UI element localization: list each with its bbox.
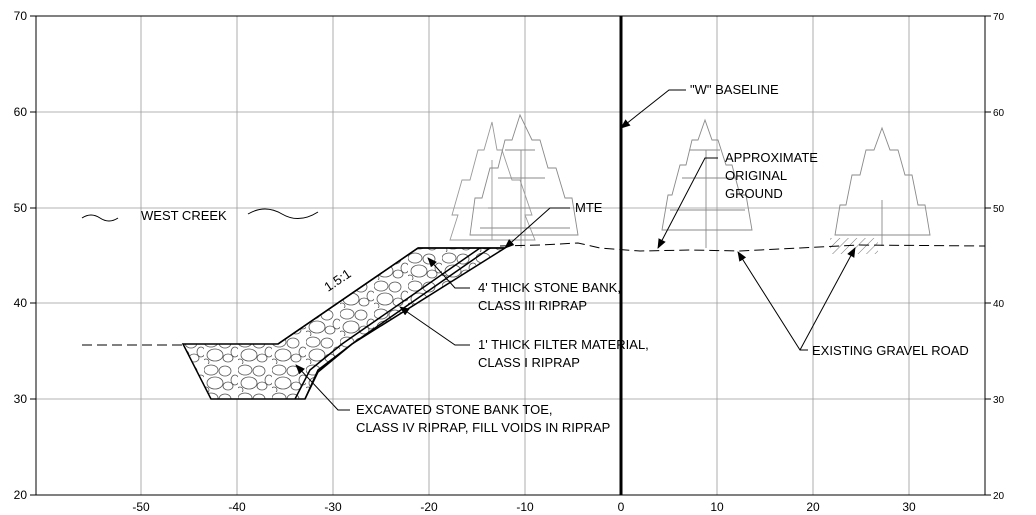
x-tick: 0 [618, 500, 625, 514]
existing-ground-line [82, 242, 986, 346]
label-line: APPROXIMATE [725, 150, 818, 165]
label-line: ORIGINAL [725, 168, 787, 183]
y-tick: 60 [14, 105, 28, 119]
original-ground-label: APPROXIMATE ORIGINAL GROUND [725, 150, 818, 201]
leaders [295, 89, 856, 411]
slope-label: 1.5:1 [321, 266, 353, 295]
y-tick: 20 [993, 491, 1005, 502]
riprap-layer-lines [277, 247, 505, 400]
y-tick: 30 [993, 395, 1005, 406]
tick-marks [30, 15, 991, 496]
x-tick: 30 [902, 500, 916, 514]
label-line: 1' THICK FILTER MATERIAL, [478, 337, 649, 352]
y-tick: 60 [993, 108, 1005, 119]
x-tick: -20 [420, 500, 438, 514]
label-line: CLASS I RIPRAP [478, 355, 580, 370]
tree-icon [834, 126, 931, 246]
x-tick: -30 [324, 500, 342, 514]
y-axis-left: 70 60 50 40 30 20 [14, 9, 28, 502]
filter-label: 1' THICK FILTER MATERIAL, CLASS I RIPRAP [478, 337, 649, 370]
label-line: GROUND [725, 186, 783, 201]
label-line: CLASS III RIPRAP [478, 298, 587, 313]
x-axis: -50 -40 -30 -20 -10 0 10 20 30 [132, 500, 916, 514]
road-label: EXISTING GRAVEL ROAD [812, 343, 969, 358]
x-tick: 10 [710, 500, 724, 514]
creek-label: WEST CREEK [141, 208, 227, 223]
y-tick: 40 [14, 296, 28, 310]
y-tick: 30 [14, 392, 28, 406]
x-tick: 20 [806, 500, 820, 514]
road-hatch [830, 238, 878, 254]
tree-icon [661, 118, 753, 248]
y-axis-right: 70 60 50 40 30 20 [993, 12, 1005, 502]
tree-icon [469, 113, 579, 248]
creek-symbol [81, 208, 319, 222]
y-tick: 70 [14, 9, 28, 23]
grid [36, 16, 985, 495]
label-line: 4' THICK STONE BANK, [478, 280, 621, 295]
y-tick: 40 [993, 299, 1005, 310]
tree-icon [449, 121, 536, 241]
y-tick: 20 [14, 488, 28, 502]
stone-bank-label: 4' THICK STONE BANK, CLASS III RIPRAP [478, 280, 621, 313]
x-tick: -40 [228, 500, 246, 514]
x-tick: -10 [516, 500, 534, 514]
label-line: EXCAVATED STONE BANK TOE, [356, 402, 553, 417]
baseline-label: "W" BASELINE [690, 82, 779, 97]
y-tick: 50 [993, 204, 1005, 215]
plot-frame [35, 15, 986, 496]
x-tick: -50 [132, 500, 150, 514]
mte-label: MTE [575, 200, 603, 215]
y-tick: 70 [993, 12, 1005, 23]
toe-label: EXCAVATED STONE BANK TOE, CLASS IV RIPRA… [356, 402, 610, 435]
y-tick: 50 [14, 201, 28, 215]
label-line: CLASS IV RIPRAP, FILL VOIDS IN RIPRAP [356, 420, 610, 435]
